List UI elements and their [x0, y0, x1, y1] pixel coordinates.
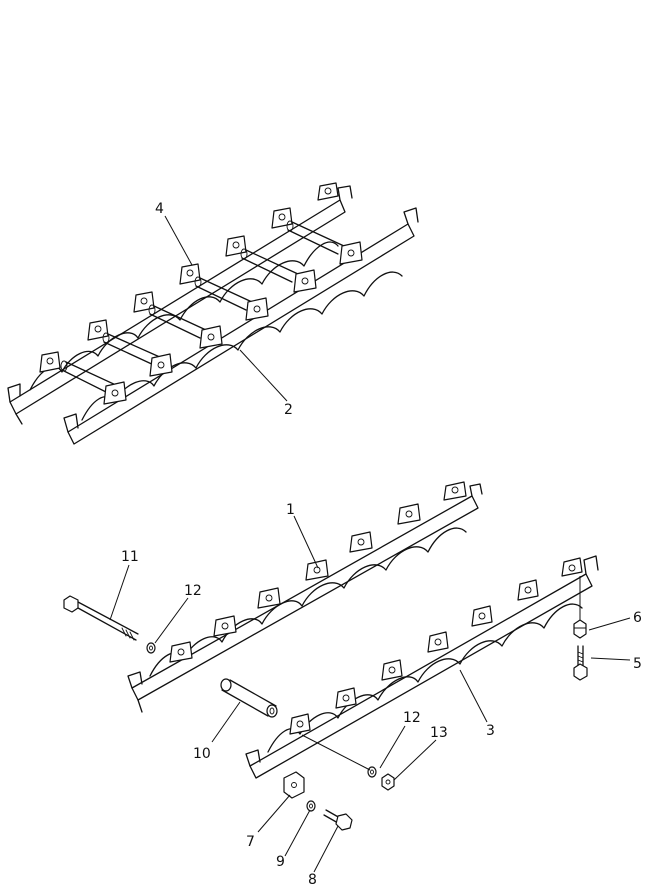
- callout-4: 4: [155, 201, 164, 217]
- callout-8: 8: [308, 872, 317, 884]
- leader-lines: [109, 215, 631, 873]
- callout-7: 7: [246, 834, 255, 850]
- callout-2: 2: [284, 402, 293, 418]
- guard-rail-part-3: [245, 555, 599, 779]
- callout-11: 11: [121, 549, 139, 565]
- callout-1: 1: [286, 502, 295, 518]
- guard-rail-part-1: [127, 481, 483, 713]
- callout-3: 3: [486, 723, 495, 739]
- callout-5: 5: [633, 656, 642, 672]
- rear-guard-rail: [7, 182, 353, 425]
- plate-part-7: [283, 771, 305, 799]
- front-guard-rail: [63, 207, 419, 445]
- bolt-part-5: [573, 645, 588, 681]
- spacer-tube-part-10: [220, 678, 278, 718]
- washer-part-12b: [367, 766, 377, 778]
- washer-part-9: [306, 800, 316, 812]
- callout-labels: 4 2 1 11 12 6 5 3 10 12 13 7 9 8: [121, 201, 642, 884]
- callout-6: 6: [633, 610, 642, 626]
- callout-12-lower: 12: [403, 710, 421, 726]
- bolt-part-8: [323, 809, 353, 831]
- nut-part-6: [573, 619, 587, 639]
- assembled-guard-assembly: [7, 182, 419, 445]
- callout-13: 13: [430, 725, 448, 741]
- nut-part-13: [381, 773, 395, 791]
- callout-12-upper: 12: [184, 583, 202, 599]
- long-bolt-part-11: [63, 595, 139, 641]
- spacer-tubes: [60, 220, 345, 396]
- callout-9: 9: [276, 854, 285, 870]
- callout-10: 10: [193, 746, 211, 762]
- washer-part-12a: [146, 642, 156, 654]
